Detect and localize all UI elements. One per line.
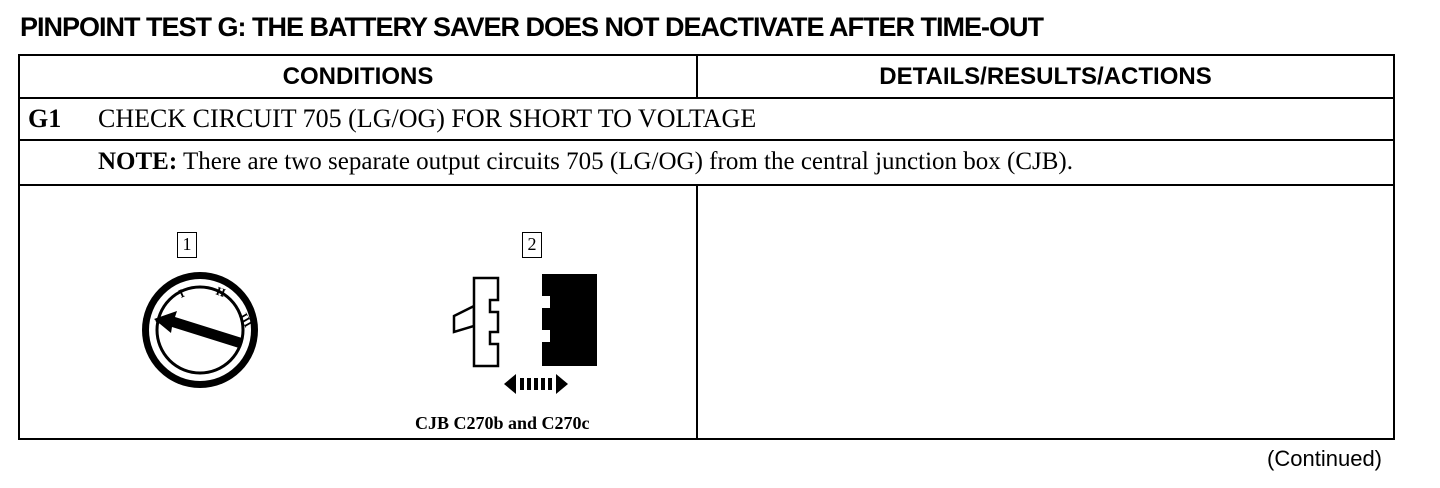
step-title: CHECK CIRCUIT 705 (LG/OG) FOR SHORT TO V… [98, 104, 757, 133]
pinpoint-test-table: CONDITIONS DETAILS/RESULTS/ACTIONS G1 CH… [18, 54, 1395, 440]
note-label: NOTE: [98, 148, 178, 175]
callout-2: 2 [522, 232, 542, 258]
step-row: G1 CHECK CIRCUIT 705 (LG/OG) FOR SHORT T… [20, 99, 1393, 141]
connector-caption: CJB C270b and C270c [415, 413, 590, 433]
header-details-results-actions: DETAILS/RESULTS/ACTIONS [879, 63, 1212, 90]
callout-1: 1 [177, 232, 197, 258]
table-header-row: CONDITIONS DETAILS/RESULTS/ACTIONS [20, 56, 1393, 99]
connector-disconnect-icon [452, 274, 597, 394]
column-divider [696, 186, 698, 438]
ignition-position-3: III [236, 311, 255, 330]
header-conditions: CONDITIONS [282, 63, 434, 90]
ignition-switch-icon: 0 I II III [142, 272, 258, 388]
figure-row: 1 0 I II III 2 [20, 186, 1393, 438]
continued-label: (Continued) [1267, 446, 1382, 471]
column-divider [696, 56, 698, 99]
step-id: G1 [28, 104, 62, 133]
note-row: NOTE: There are two separate output circ… [20, 141, 1393, 186]
ignition-position-1: I [176, 286, 186, 301]
note-text: NOTE: There are two separate output circ… [98, 141, 1073, 183]
page-title: PINPOINT TEST G: THE BATTERY SAVER DOES … [20, 12, 1044, 42]
details-results-actions-cell [698, 186, 1393, 438]
note-body: There are two separate output circuits 7… [177, 148, 1073, 175]
